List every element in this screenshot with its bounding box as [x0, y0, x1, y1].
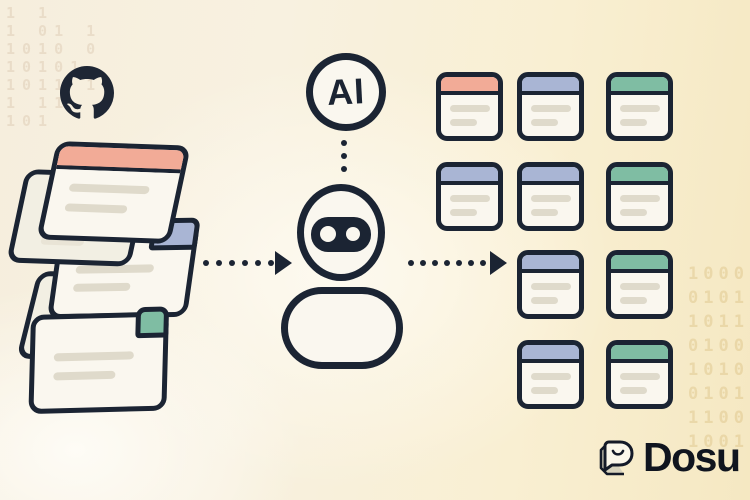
ai-badge-label: AI — [325, 70, 367, 113]
text-line — [531, 119, 558, 126]
dot — [341, 140, 347, 146]
result-card-blue — [436, 162, 503, 231]
text-line — [531, 373, 571, 380]
arrowhead-icon — [490, 251, 507, 275]
text-line — [620, 119, 647, 126]
result-card-header — [522, 77, 579, 95]
result-card-green — [606, 162, 673, 231]
result-card-header — [522, 167, 579, 185]
robot-body — [281, 287, 403, 369]
result-card-green — [606, 340, 673, 409]
arrow-dots — [408, 260, 486, 266]
dot — [255, 260, 261, 266]
dot — [420, 260, 426, 266]
result-card-header — [522, 255, 579, 273]
dot — [242, 260, 248, 266]
dot — [432, 260, 438, 266]
text-line — [450, 119, 477, 126]
result-card-header — [441, 167, 498, 185]
dot — [216, 260, 222, 266]
text-line — [620, 209, 647, 216]
dot — [341, 153, 347, 159]
text-line — [620, 373, 660, 380]
result-card-header — [522, 345, 579, 363]
ai-badge: AI — [306, 53, 386, 131]
robot-head-icon — [297, 184, 385, 281]
ai-link-dots — [341, 140, 347, 172]
dot — [408, 260, 414, 266]
dot — [203, 260, 209, 266]
result-card-green — [606, 250, 673, 319]
card-tab-green — [135, 306, 170, 339]
dot — [468, 260, 474, 266]
dot — [268, 260, 274, 266]
dot — [480, 260, 486, 266]
text-line — [450, 195, 490, 202]
text-line — [68, 183, 150, 195]
text-line — [531, 297, 558, 304]
text-line — [64, 203, 129, 214]
result-card-header — [611, 345, 668, 363]
issue-card-salmon — [36, 141, 191, 245]
text-line — [531, 195, 571, 202]
arrow-dots — [203, 260, 274, 266]
text-line — [620, 195, 660, 202]
result-card-header — [611, 77, 668, 95]
dosu-logo: Dosu — [596, 434, 741, 480]
issue-card-green-tab — [28, 306, 170, 415]
result-card-blue — [517, 72, 584, 141]
result-card-blue — [517, 340, 584, 409]
dosu-icon — [599, 440, 634, 475]
result-card-salmon — [436, 72, 503, 141]
result-card-header — [611, 255, 668, 273]
dot — [341, 166, 347, 172]
text-line — [531, 387, 558, 394]
result-card-header — [441, 77, 498, 95]
github-icon — [60, 66, 114, 119]
result-card-blue — [517, 250, 584, 319]
card-header-salmon — [56, 146, 185, 174]
robot-eye-right — [346, 227, 360, 241]
dosu-wordmark: Dosu — [643, 434, 741, 480]
robot-visor — [311, 217, 371, 252]
text-line — [53, 351, 134, 362]
text-line — [531, 105, 571, 112]
text-line — [72, 282, 131, 292]
result-card-blue — [517, 162, 584, 231]
text-line — [53, 371, 116, 381]
text-line — [620, 105, 660, 112]
robot-eye-left — [320, 226, 336, 242]
text-line — [531, 209, 558, 216]
arrowhead-icon — [275, 251, 292, 275]
text-line — [620, 387, 647, 394]
dot — [229, 260, 235, 266]
dot — [456, 260, 462, 266]
text-line — [620, 297, 647, 304]
text-line — [531, 283, 571, 290]
result-card-header — [611, 167, 668, 185]
dot — [444, 260, 450, 266]
text-line — [450, 209, 477, 216]
text-line — [450, 105, 490, 112]
text-line — [620, 283, 660, 290]
result-card-green — [606, 72, 673, 141]
